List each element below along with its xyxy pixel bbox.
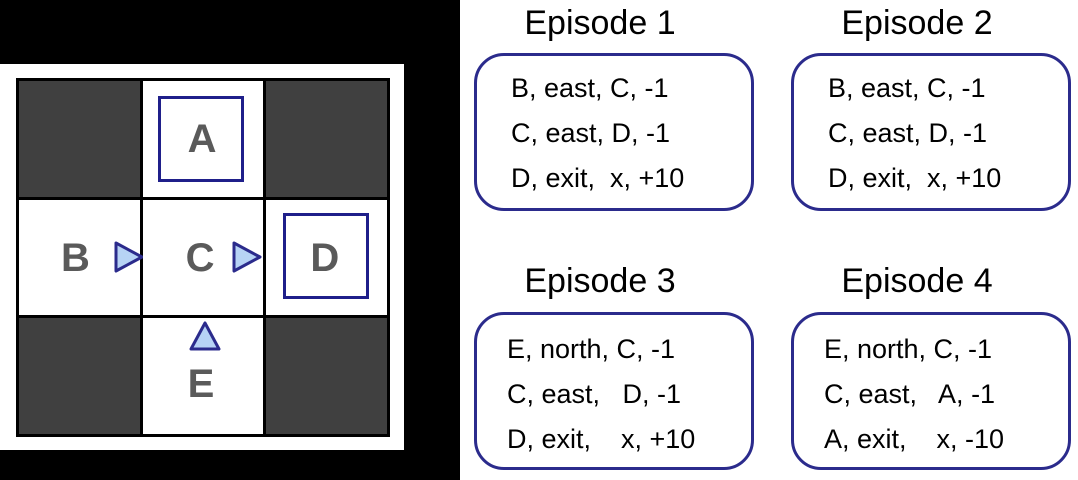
transition-line: D, exit, x, +10	[828, 163, 1002, 193]
episode-title: Episode 1	[524, 4, 676, 42]
episode-title: Episode 2	[841, 4, 993, 42]
transition-line: C, east, D, -1	[507, 379, 682, 409]
gridworld-panel: A B C D	[0, 64, 404, 450]
episode-box: E, north, C, -1 C, east, A, -1 A, exit, …	[791, 312, 1071, 470]
cell-label-d: D	[310, 235, 340, 280]
cell-label-e: E	[187, 362, 215, 407]
arrow-north-icon	[189, 321, 221, 351]
cell-c: C	[142, 199, 264, 316]
gridworld: A B C D	[16, 78, 390, 437]
transition-line: E, north, C, -1	[824, 334, 993, 364]
cell-a: A	[142, 81, 264, 197]
transition-line: D, exit, x, +10	[507, 424, 696, 454]
episodes-panel: Episode 1 B, east, C, -1 C, east, D, -1 …	[460, 0, 1078, 480]
wall-cell	[19, 318, 140, 434]
cell-label-c: C	[185, 235, 215, 280]
cell-label-a: A	[187, 117, 217, 161]
transition-line: A, exit, x, -10	[824, 424, 1005, 454]
transition-line: B, east, C, -1	[828, 73, 986, 103]
cell-e: E	[142, 318, 264, 434]
cell-d: D	[266, 199, 387, 316]
episode-box: B, east, C, -1 C, east, D, -1 D, exit, x…	[474, 53, 754, 211]
arrow-east-icon	[114, 241, 144, 273]
cell-label-b: B	[61, 235, 90, 280]
episode-title: Episode 3	[524, 262, 676, 300]
transition-line: B, east, C, -1	[511, 73, 669, 103]
transition-line: C, east, D, -1	[828, 118, 988, 148]
transition-line: C, east, A, -1	[824, 379, 996, 409]
transition-line: D, exit, x, +10	[511, 163, 685, 193]
wall-cell	[266, 318, 387, 434]
episode-box: E, north, C, -1 C, east, D, -1 D, exit, …	[474, 312, 754, 470]
transition-line: C, east, D, -1	[511, 118, 671, 148]
terminal-marker	[283, 212, 370, 299]
episode-box: B, east, C, -1 C, east, D, -1 D, exit, x…	[791, 53, 1071, 211]
wall-cell	[19, 81, 140, 197]
terminal-marker	[157, 96, 244, 182]
transition-line: E, north, C, -1	[507, 334, 676, 364]
arrow-east-icon	[232, 241, 262, 273]
cell-b: B	[19, 199, 144, 316]
episode-title: Episode 4	[841, 262, 993, 300]
wall-cell	[266, 81, 387, 197]
